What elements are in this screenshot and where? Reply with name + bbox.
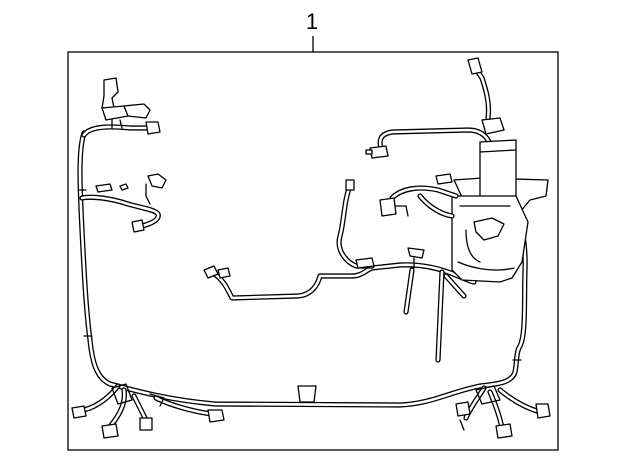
harness-branch-center [203, 179, 477, 363]
bottom-center-bracket [297, 385, 317, 403]
junction-box-housing [479, 139, 517, 203]
harness-branch-bottom-left [71, 383, 225, 439]
connector-upper-right-a [369, 145, 389, 159]
grommet-top-right [481, 117, 505, 135]
callout-number: 1 [305, 9, 319, 34]
connector-bottom-left-a [71, 405, 87, 419]
connector-box-left [379, 197, 397, 217]
harness-branch-left-mid [79, 173, 167, 233]
connector-bottom-left-c [139, 417, 153, 431]
connector-left-mid-a [95, 183, 113, 193]
connector-bottom-left-d [207, 409, 225, 423]
wiring-harness [71, 57, 551, 439]
connector-center-left [203, 265, 219, 279]
harness-branch-bottom-right [455, 385, 551, 439]
connector-left-mid-b [147, 173, 167, 189]
junction-box [379, 139, 549, 283]
connector-upper-left [101, 77, 119, 109]
connector-bottom-right-c [535, 403, 551, 419]
connector-bottom-left-b [101, 423, 119, 439]
connector-bottom-right-b [495, 423, 513, 439]
connector-left-mid-c [131, 219, 145, 233]
connector-top-right [467, 57, 483, 75]
harness-branch-upper-right [365, 57, 505, 159]
harness-main-trunk [77, 130, 528, 408]
junction-block-body [451, 195, 529, 283]
connector-bottom-right-a [455, 401, 471, 417]
harness-branch-upper-left [81, 77, 161, 138]
